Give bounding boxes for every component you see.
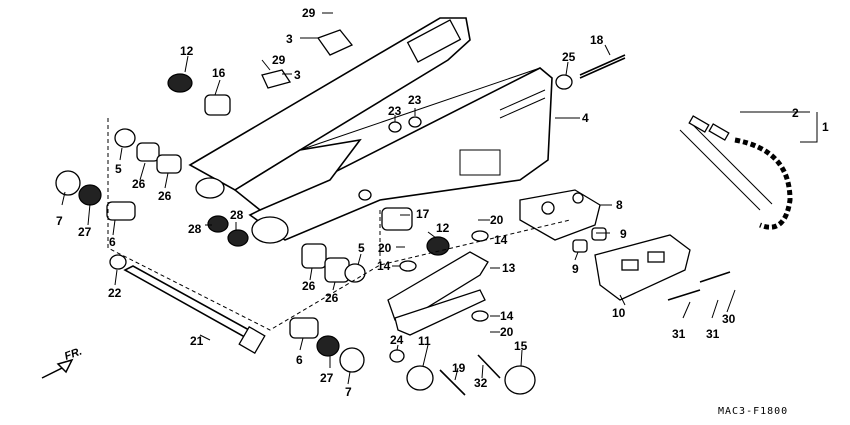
callout-10: 10 bbox=[612, 306, 626, 320]
direction-label: FR. bbox=[63, 345, 84, 362]
callout-14: 14 bbox=[377, 259, 391, 273]
callout-20: 20 bbox=[500, 325, 514, 339]
callout-23: 23 bbox=[408, 93, 422, 107]
callout-18: 18 bbox=[590, 33, 604, 47]
callout-29: 29 bbox=[272, 53, 286, 67]
callout-8: 8 bbox=[616, 198, 623, 212]
callout-11: 11 bbox=[418, 334, 431, 348]
callout-26: 26 bbox=[325, 291, 339, 305]
callout-27: 27 bbox=[320, 371, 334, 385]
callout-7: 7 bbox=[345, 385, 352, 399]
chain-guide bbox=[594, 234, 691, 301]
callout-23: 23 bbox=[388, 104, 402, 118]
callout-26: 26 bbox=[132, 177, 146, 191]
callout-13: 13 bbox=[502, 261, 516, 275]
parts-group bbox=[55, 29, 731, 396]
callout-5: 5 bbox=[115, 162, 122, 176]
callout-32: 32 bbox=[474, 376, 488, 390]
chain-slider bbox=[387, 251, 489, 336]
callout-9: 9 bbox=[620, 227, 627, 241]
swingarm bbox=[188, 17, 553, 244]
callout-6: 6 bbox=[109, 235, 116, 249]
callout-31: 31 bbox=[706, 327, 720, 341]
dashed-boundary-left bbox=[107, 118, 381, 331]
callout-31: 31 bbox=[672, 327, 686, 341]
callout-30: 30 bbox=[722, 312, 736, 326]
callout-26: 26 bbox=[302, 279, 316, 293]
callout-1: 1 bbox=[822, 120, 829, 134]
pivot-shaft bbox=[123, 265, 266, 355]
callout-12: 12 bbox=[180, 44, 194, 58]
callout-21: 21 bbox=[190, 334, 204, 348]
callout-27: 27 bbox=[78, 225, 92, 239]
callout-17: 17 bbox=[416, 207, 430, 221]
callout-19: 19 bbox=[452, 361, 466, 375]
callout-15: 15 bbox=[514, 339, 528, 353]
front-direction-arrow: FR. bbox=[41, 345, 84, 379]
callout-14: 14 bbox=[494, 233, 508, 247]
callouts: 29 3 29 3 12 16 25 18 2 1 4 23 23 5 26 2… bbox=[56, 6, 829, 399]
callout-4: 4 bbox=[582, 111, 589, 125]
callout-29: 29 bbox=[302, 6, 316, 20]
callout-3: 3 bbox=[294, 68, 301, 82]
callout-3: 3 bbox=[286, 32, 293, 46]
callout-2: 2 bbox=[792, 106, 799, 120]
callout-25: 25 bbox=[562, 50, 576, 64]
drive-chain bbox=[679, 115, 793, 230]
callout-28: 28 bbox=[230, 208, 244, 222]
callout-6: 6 bbox=[296, 353, 303, 367]
dashed-boundary-right bbox=[379, 210, 571, 266]
diagram-code: MAC3-F1800 bbox=[718, 406, 788, 417]
callout-26: 26 bbox=[158, 189, 172, 203]
callout-9: 9 bbox=[572, 262, 579, 276]
callout-7: 7 bbox=[56, 214, 63, 228]
callout-5: 5 bbox=[358, 241, 365, 255]
chain-guide-bracket bbox=[519, 189, 601, 241]
callout-20: 20 bbox=[490, 213, 504, 227]
callout-28: 28 bbox=[188, 222, 202, 236]
callout-22: 22 bbox=[108, 286, 122, 300]
callout-24: 24 bbox=[390, 333, 404, 347]
callout-14: 14 bbox=[500, 309, 514, 323]
callout-20: 20 bbox=[378, 241, 392, 255]
leader-lines bbox=[61, 12, 818, 385]
callout-16: 16 bbox=[212, 66, 226, 80]
callout-12: 12 bbox=[436, 221, 450, 235]
